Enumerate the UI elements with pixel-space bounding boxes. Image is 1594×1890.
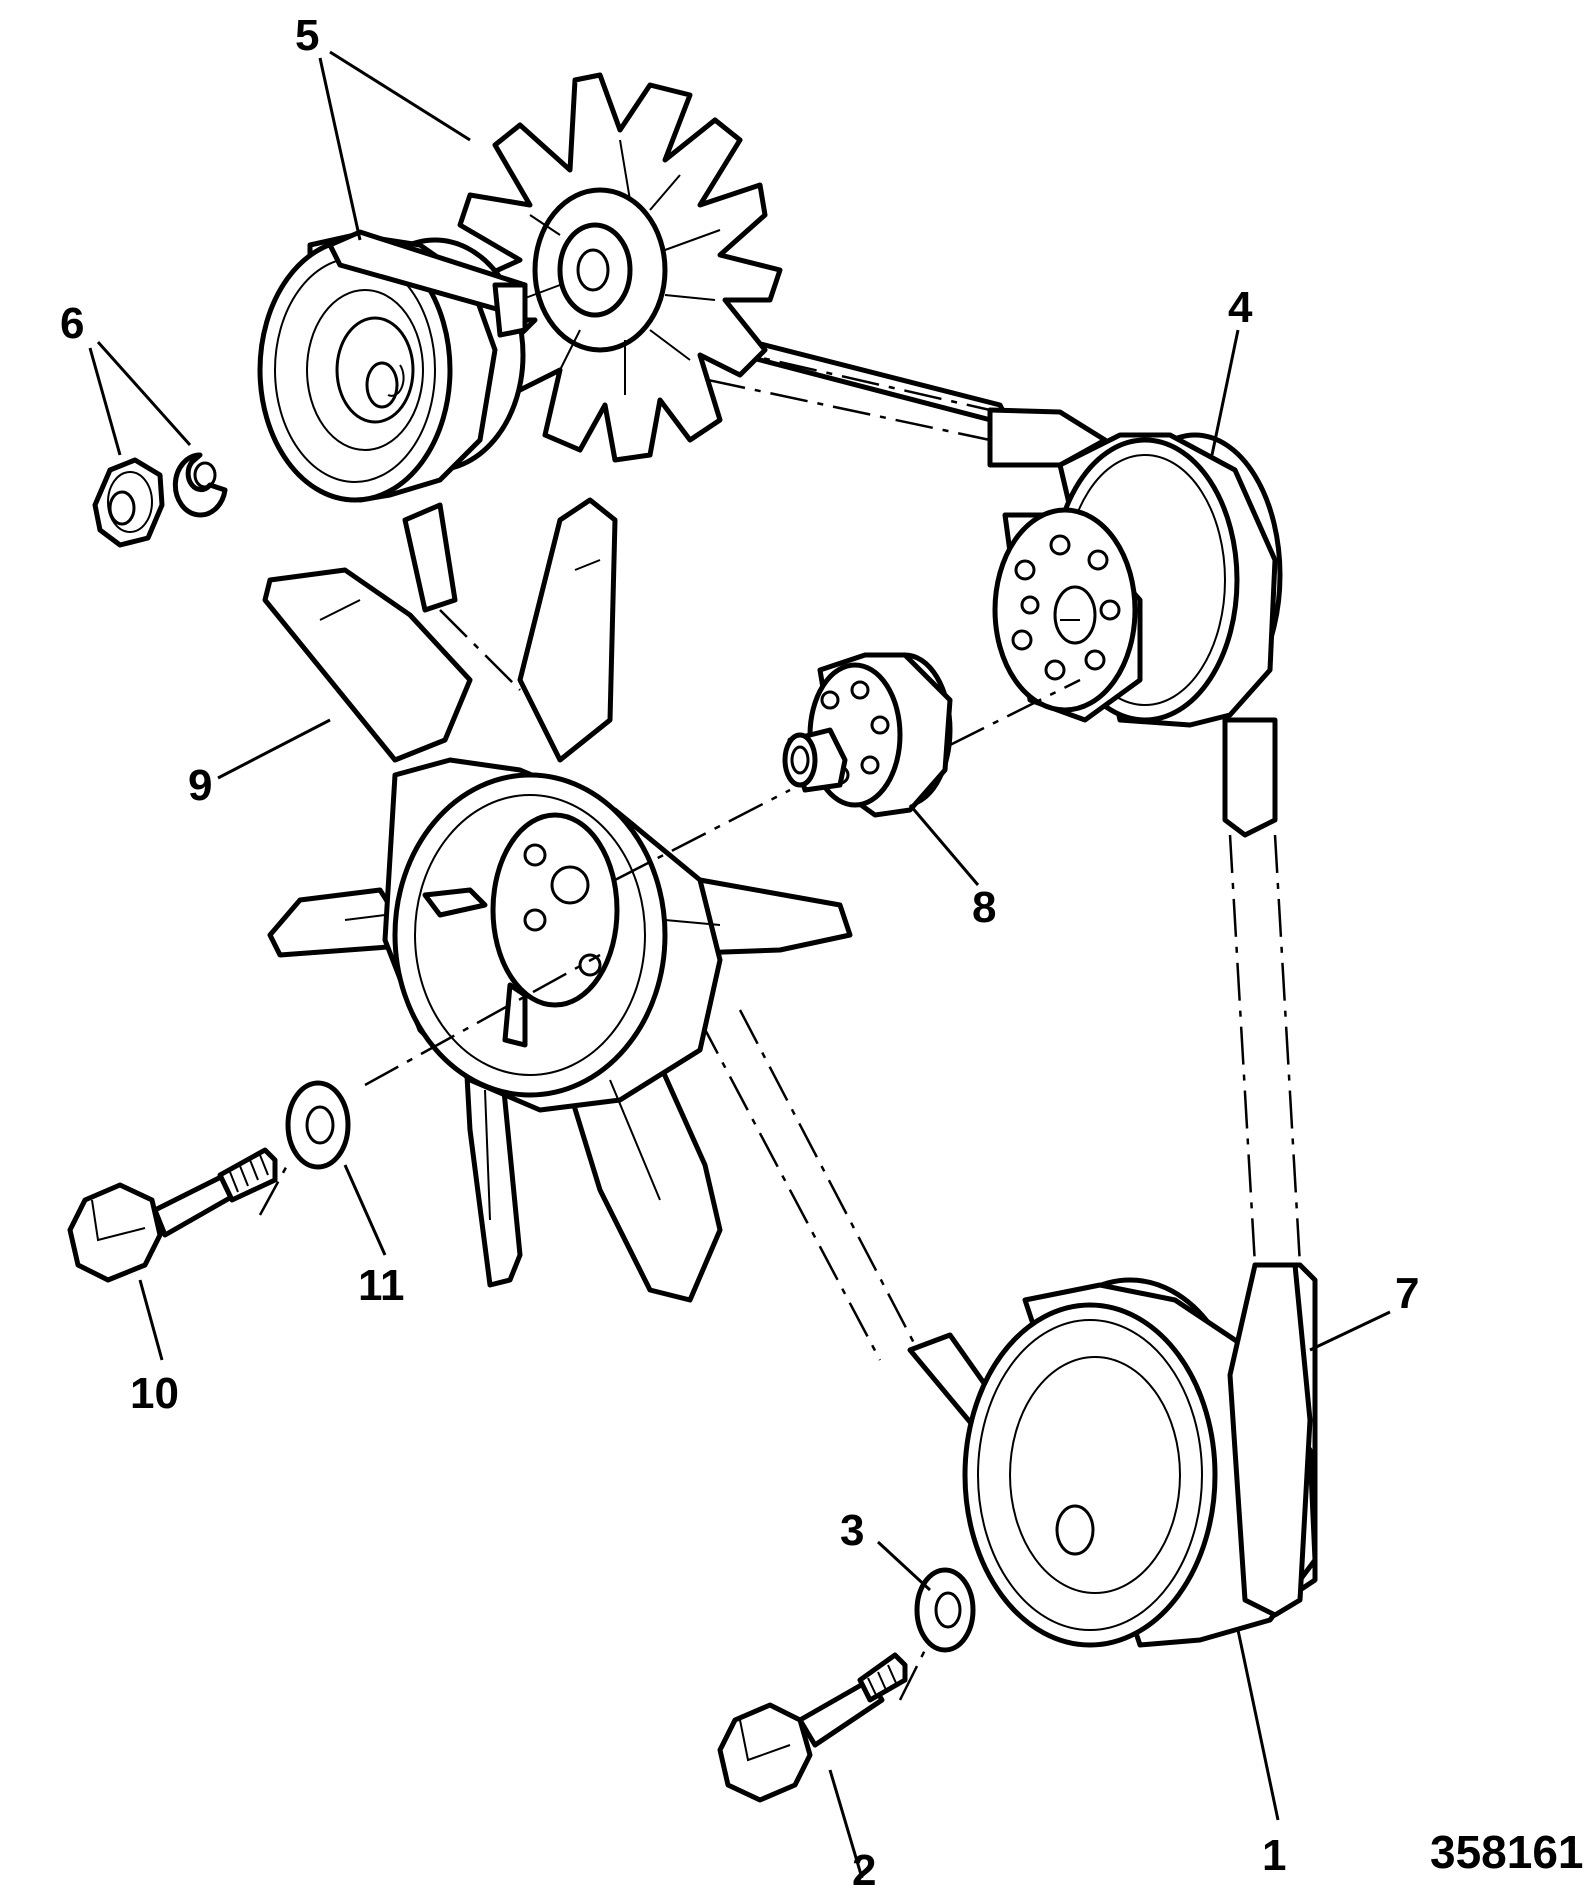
callout-11: 11 xyxy=(358,1261,405,1310)
alternator-fan xyxy=(457,72,783,463)
assembly-axes xyxy=(258,678,1081,1701)
callout-8: 8 xyxy=(972,883,996,932)
callout-7: 7 xyxy=(1395,1269,1419,1318)
callout-6: 6 xyxy=(60,299,84,348)
figure-reference-number: 358161 xyxy=(1430,1826,1584,1878)
callout-9: 9 xyxy=(188,761,212,810)
leader-lines xyxy=(88,50,1391,1879)
fan-bolt xyxy=(67,1147,278,1283)
cooling-fan xyxy=(262,497,853,1303)
alternator-pulley xyxy=(257,229,528,503)
callout-2: 2 xyxy=(852,1846,876,1890)
callout-5: 5 xyxy=(295,11,319,60)
callout-3: 3 xyxy=(840,1506,864,1555)
crank-bolt xyxy=(717,1652,908,1803)
callout-1: 1 xyxy=(1262,1831,1286,1880)
nut-and-washer xyxy=(92,452,228,548)
callout-10: 10 xyxy=(130,1369,179,1418)
callout-labels: 1 2 3 4 5 6 7 8 9 10 11 xyxy=(60,11,1419,1890)
crank-washer xyxy=(914,1567,976,1653)
water-pump-pulley xyxy=(992,432,1283,728)
fan-spacer xyxy=(782,652,953,818)
crankshaft-pulley xyxy=(962,1262,1318,1648)
callout-4: 4 xyxy=(1228,283,1253,332)
fan-washer xyxy=(285,1080,351,1170)
